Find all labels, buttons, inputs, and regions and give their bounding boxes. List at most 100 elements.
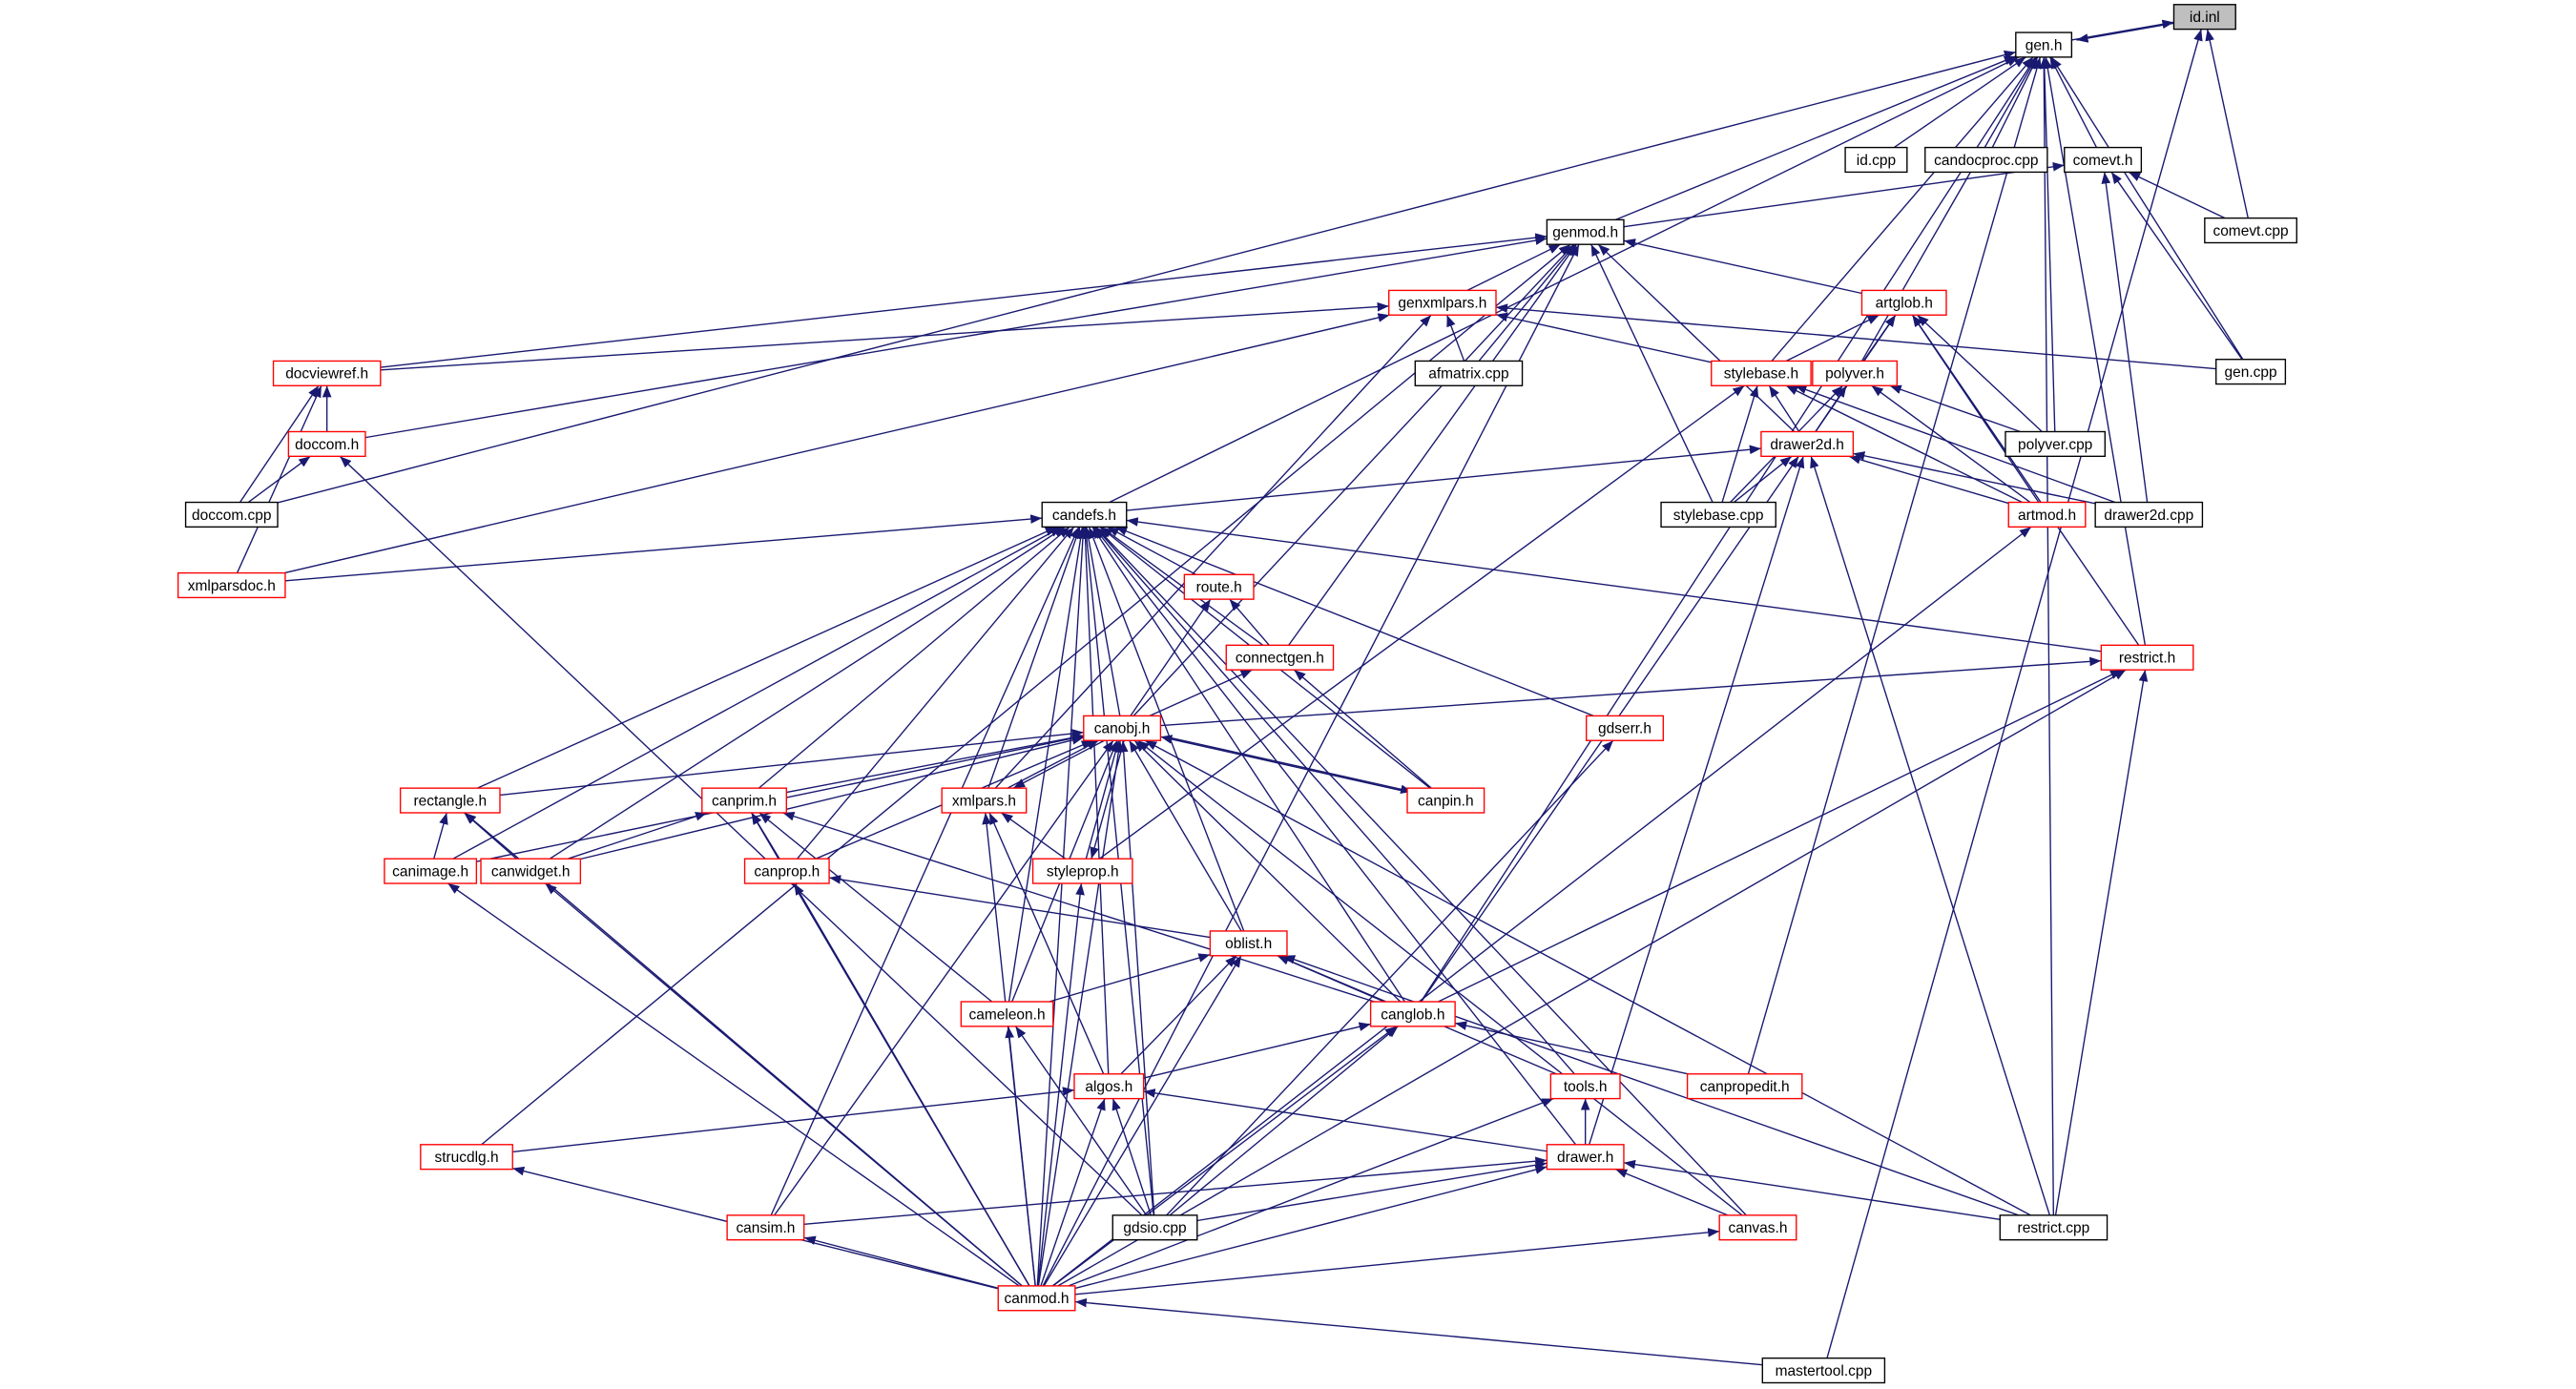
edge-canmod-h-includes-styleprop-h — [1037, 882, 1085, 1286]
node-canobj-h[interactable]: canobj.h — [1083, 715, 1162, 741]
node-label: artmod.h — [2018, 508, 2076, 524]
node-canvas-h[interactable]: canvas.h — [1718, 1214, 1797, 1241]
edge-algos-h-includes-candefs-h — [1080, 527, 1110, 1074]
node-box — [2204, 217, 2297, 244]
node-label: restrict.cpp — [2018, 1220, 2090, 1236]
edge-connectgen-h-includes-route-h — [1229, 598, 1270, 646]
edge-stylebase-cpp-includes-drawer2d-h — [1733, 455, 1793, 504]
node-drawer-h[interactable]: drawer.h — [1546, 1144, 1625, 1171]
node-tools-h[interactable]: tools.h — [1549, 1073, 1621, 1100]
edge-gdsio-cpp-includes-doccom-h — [339, 455, 1143, 1216]
node-docviewref-h[interactable]: docviewref.h — [272, 360, 382, 386]
node-canglob-h[interactable]: canglob.h — [1369, 1001, 1456, 1027]
node-stylebase-h[interactable]: stylebase.h — [1711, 360, 1812, 386]
edge-docviewref-h-includes-genxmlpars-h — [380, 301, 1389, 371]
edge-canglob-h-includes-candefs-h — [1091, 526, 1405, 1003]
node-route-h[interactable]: route.h — [1183, 573, 1255, 600]
node-label: canimage.h — [392, 863, 468, 880]
node-label: styleprop.h — [1047, 863, 1119, 880]
node-canimage-h[interactable]: canimage.h — [384, 858, 478, 884]
node-cansim-h[interactable]: cansim.h — [726, 1214, 805, 1241]
node-label: cameleon.h — [969, 1006, 1046, 1023]
node-gdserr-h[interactable]: gdserr.h — [1586, 715, 1664, 741]
node-restrict-cpp[interactable]: restrict.cpp — [1999, 1214, 2109, 1241]
node-connectgen-h[interactable]: connectgen.h — [1225, 644, 1335, 671]
node-canwidget-h[interactable]: canwidget.h — [480, 858, 582, 884]
node-box — [1388, 289, 1497, 316]
node-drawer2d-h[interactable]: drawer2d.h — [1760, 430, 1855, 458]
node-id-cpp[interactable]: id.cpp — [1844, 146, 1908, 174]
edge-connectgen-h-includes-genmod-h — [1288, 243, 1577, 646]
node-polyver-cpp[interactable]: polyver.cpp — [2005, 430, 2107, 458]
edge-doccom-h-includes-genmod-h — [364, 236, 1548, 439]
node-doccom-cpp[interactable]: doccom.cpp — [184, 501, 279, 529]
edge-artmod-h-includes-polyver-h — [1871, 384, 2031, 504]
node-label: drawer2d.cpp — [2104, 508, 2193, 524]
node-styleprop-h[interactable]: styleprop.h — [1031, 858, 1133, 884]
edge-drawer2d-cpp-includes-comevt-h — [2101, 172, 2149, 503]
edge-canprim-h-includes-candefs-h — [758, 526, 1070, 789]
node-xmlparsdoc-h[interactable]: xmlparsdoc.h — [177, 571, 286, 599]
node-xmlpars-h[interactable]: xmlpars.h — [941, 787, 1028, 814]
node-box — [1860, 289, 1947, 316]
node-canmod-h[interactable]: canmod.h — [997, 1285, 1076, 1312]
edge-oblist-h-includes-candefs-h — [1088, 527, 1245, 932]
edge-drawer-h-includes-algos-h — [1143, 1088, 1548, 1152]
node-mastertool-cpp[interactable]: mastertool.cpp — [1761, 1357, 1886, 1384]
edge-canobj-h-includes-genmod-h — [1132, 243, 1575, 716]
node-rectangle-h[interactable]: rectangle.h — [399, 787, 501, 814]
node-cameleon-h[interactable]: cameleon.h — [960, 1001, 1054, 1027]
node-canprim-h[interactable]: canprim.h — [701, 787, 787, 814]
node-canpin-h[interactable]: canpin.h — [1406, 787, 1485, 814]
edge-polyver-cpp-includes-gen-h — [2039, 56, 2056, 432]
edge-drawer2d-cpp-includes-stylebase-h — [1795, 384, 2116, 504]
node-box — [1406, 787, 1485, 814]
node-box — [1369, 1001, 1456, 1027]
node-drawer2d-cpp[interactable]: drawer2d.cpp — [2094, 501, 2204, 529]
node-box — [2215, 359, 2287, 385]
node-box — [184, 501, 279, 529]
node-gen-h[interactable]: gen.h — [2015, 31, 2073, 58]
node-canpropedit-h[interactable]: canpropedit.h — [1686, 1073, 1803, 1100]
node-polyver-h[interactable]: polyver.h — [1812, 360, 1899, 386]
node-comevt-h[interactable]: comevt.h — [2064, 146, 2143, 174]
node-algos-h[interactable]: algos.h — [1073, 1073, 1145, 1100]
node-gdsio-cpp[interactable]: gdsio.cpp — [1111, 1214, 1198, 1241]
node-box — [701, 787, 787, 814]
edge-drawer-h-includes-drawer2d-h — [1589, 456, 1805, 1146]
node-genxmlpars-h[interactable]: genxmlpars.h — [1388, 289, 1497, 316]
edge-canobj-h-includes-route-h — [1130, 598, 1212, 716]
node-artglob-h[interactable]: artglob.h — [1860, 289, 1947, 316]
node-restrict-h[interactable]: restrict.h — [2100, 644, 2194, 671]
node-oblist-h[interactable]: oblist.h — [1209, 930, 1288, 957]
node-doccom-h[interactable]: doccom.h — [287, 430, 366, 458]
edge-comevt-cpp-includes-comevt-h — [2128, 171, 2226, 219]
edge-tools-h-includes-candefs-h — [1094, 526, 1575, 1075]
node-comevt-cpp[interactable]: comevt.cpp — [2204, 217, 2297, 244]
node-box — [2007, 501, 2087, 529]
node-box — [1999, 1214, 2109, 1241]
node-id-inl[interactable]: id.inl — [2172, 4, 2236, 31]
edge-strucdlg-h-includes-genmod-h — [481, 243, 1571, 1146]
node-gen-cpp[interactable]: gen.cpp — [2215, 359, 2287, 385]
node-genmod-h[interactable]: genmod.h — [1546, 218, 1625, 245]
edge-canmod-h-includes-cameleon-h — [1005, 1026, 1036, 1286]
node-stylebase-cpp[interactable]: stylebase.cpp — [1660, 501, 1776, 529]
edge-canmod-h-includes-canglob-h — [1052, 1026, 1398, 1287]
node-label: comevt.h — [2073, 153, 2133, 169]
node-candefs-h[interactable]: candefs.h — [1041, 501, 1128, 529]
node-strucdlg-h[interactable]: strucdlg.h — [420, 1144, 513, 1171]
node-box — [177, 571, 286, 599]
node-canprop-h[interactable]: canprop.h — [743, 858, 830, 884]
edge-candocproc-cpp-includes-gen-h — [1991, 56, 2039, 148]
node-candocproc-cpp[interactable]: candocproc.cpp — [1924, 146, 2048, 174]
node-label: canwidget.h — [491, 863, 571, 880]
edge-canmod-h-includes-tools-h — [1068, 1097, 1554, 1287]
node-box — [1073, 1073, 1145, 1100]
edge-canglob-h-includes-gen-h — [1420, 56, 2037, 1003]
node-afmatrix-cpp[interactable]: afmatrix.cpp — [1414, 360, 1524, 386]
node-artmod-h[interactable]: artmod.h — [2007, 501, 2087, 529]
node-label: id.inl — [2190, 10, 2220, 26]
edge-gdsio-cpp-includes-cameleon-h — [1014, 1026, 1148, 1216]
node-box — [960, 1001, 1054, 1027]
